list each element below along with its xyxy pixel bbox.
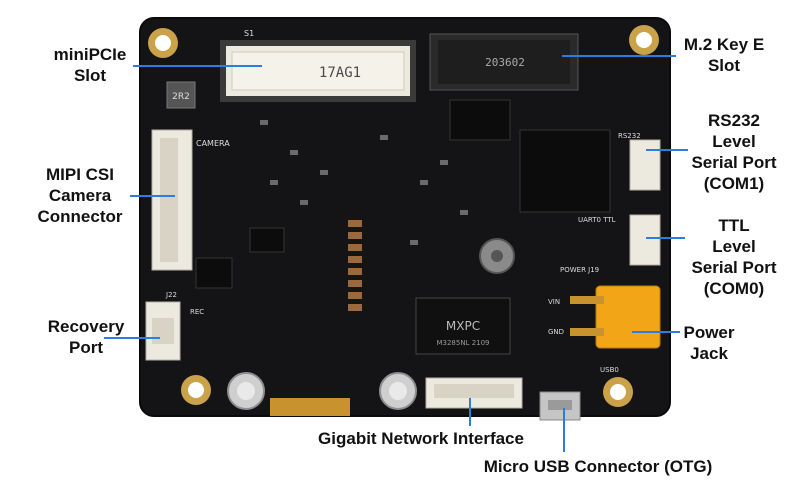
silk-vin: VIN (548, 298, 560, 306)
label-rs232-line3: Serial Port (691, 153, 777, 172)
ethernet-chip-brand: MXPC (446, 319, 480, 333)
label-power-line2: Jack (690, 344, 728, 363)
silk-rec: REC (190, 308, 204, 316)
label-usb: Micro USB Connector (OTG) (468, 456, 728, 477)
m2-slot: 203602 (429, 33, 579, 91)
label-rs232: RS232 Level Serial Port (COM1) (680, 110, 788, 194)
chip-u11 (249, 227, 285, 253)
label-ttl: TTL Level Serial Port (COM0) (680, 215, 788, 299)
label-minipcie-line2: Slot (73, 66, 107, 85)
chip-u2 (449, 99, 511, 141)
processor-chip (519, 129, 611, 213)
silk-j22: J22 (165, 291, 177, 299)
label-ttl-line1: TTL (718, 216, 750, 235)
label-minipcie: miniPCIe Slot (46, 44, 134, 86)
silk-power: POWER J19 (560, 266, 599, 274)
label-minipcie-line1: miniPCIe (53, 45, 127, 64)
m2-marking: 203602 (485, 56, 525, 69)
ethernet-transformer: MXPC M3285NL 2109 (415, 297, 511, 355)
silk-usb0: USB0 (600, 366, 619, 374)
label-mipi: MIPI CSI Camera Connector (28, 164, 132, 227)
minipcie-marking: 17AG1 (319, 65, 361, 81)
label-ttl-line4: (COM0) (703, 279, 765, 298)
silk-camera: CAMERA (196, 139, 230, 148)
label-power-line1: Power (683, 323, 735, 342)
label-recovery: Recovery Port (38, 316, 134, 358)
label-mipi-line1: MIPI CSI (45, 165, 114, 184)
pcb-board (139, 17, 671, 417)
label-m2: M.2 Key E Slot (674, 34, 774, 76)
rs232-connector (629, 139, 661, 191)
minipcie-slot: 17AG1 (220, 40, 416, 102)
chip-u18 (195, 257, 233, 289)
silk-s1: S1 (244, 29, 254, 38)
label-mipi-line3: Connector (37, 207, 123, 226)
label-ttl-line3: Serial Port (691, 258, 777, 277)
label-rs232-line1: RS232 (708, 111, 760, 130)
label-recovery-line2: Port (69, 338, 103, 357)
inductor-label: 2R2 (172, 92, 190, 102)
label-gigabit-line1: Gigabit Network Interface (318, 429, 524, 448)
smd-components (260, 120, 468, 245)
label-rs232-line2: Level (712, 132, 756, 151)
silk-gnd: GND (548, 328, 564, 336)
label-gigabit: Gigabit Network Interface (296, 428, 546, 449)
silk-rs232: RS232 (618, 132, 641, 140)
gold-edge-tab (270, 398, 350, 416)
inductor (166, 81, 196, 109)
label-m2-line2: Slot (707, 56, 741, 75)
label-ttl-line2: Level (712, 237, 756, 256)
silk-uart0: UART0 TTL (578, 216, 616, 224)
label-rs232-line4: (COM1) (703, 174, 765, 193)
label-m2-line1: M.2 Key E (683, 35, 765, 54)
mounting-holes (148, 25, 659, 407)
capacitor-column (348, 220, 362, 311)
ethernet-chip-code: M3285NL 2109 (436, 339, 489, 347)
ttl-connector (629, 214, 661, 266)
label-recovery-line1: Recovery (47, 317, 125, 336)
label-mipi-line2: Camera (48, 186, 112, 205)
label-usb-line1: Micro USB Connector (OTG) (483, 457, 713, 476)
mipi-csi-connector (151, 129, 193, 271)
label-power: Power Jack (678, 322, 740, 364)
callout-lines (104, 55, 688, 452)
